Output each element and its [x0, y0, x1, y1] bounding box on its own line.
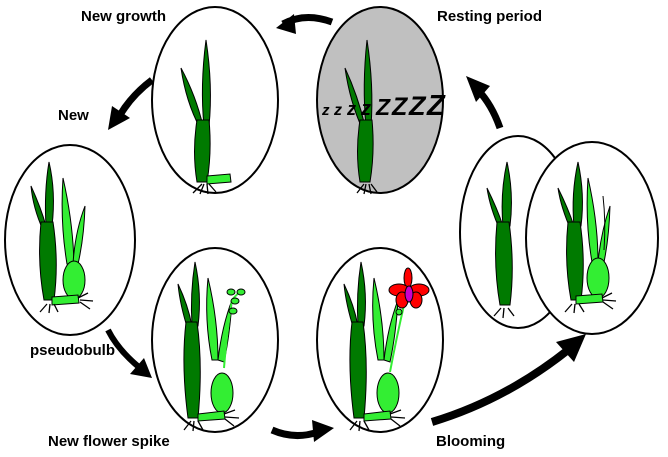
- old-pseudobulb: [557, 161, 584, 301]
- stage-resting-period: z z z z Z Z Z Z: [316, 6, 446, 195]
- label-new-growth: New growth: [81, 8, 166, 25]
- arrow-blooming-to-post-bloom-head: [556, 334, 586, 362]
- new-pseudobulb: [363, 277, 400, 422]
- label-new-flower-spike: New flower spike: [48, 433, 170, 450]
- old-pseudobulb: [180, 39, 211, 183]
- arrow-new-growth-to-new-head: [108, 106, 130, 130]
- resting-plant: [344, 39, 374, 183]
- stage-resting-period-oval: [316, 6, 444, 194]
- label-blooming: Blooming: [436, 433, 505, 450]
- stage-new-flower-spike: [151, 247, 279, 433]
- arrow-flower-spike-to-blooming: [270, 426, 320, 439]
- roots: [192, 183, 217, 195]
- new-pseudobulb: [51, 177, 86, 306]
- roots: [356, 183, 378, 195]
- arrow-blooming-to-post-bloom: [430, 346, 571, 426]
- new-shoot: [206, 173, 232, 185]
- cycle-arrows: [105, 14, 586, 442]
- arrow-flower-spike-to-blooming-head: [312, 420, 334, 442]
- back-plant: [486, 161, 513, 306]
- flower-spike: [223, 288, 246, 369]
- roots: [349, 409, 406, 432]
- flower-stem: [389, 304, 405, 373]
- roots: [493, 307, 515, 319]
- arrow-new-growth-to-new: [116, 77, 155, 117]
- arrow-new-to-flower-spike: [105, 328, 142, 371]
- roots: [183, 409, 240, 432]
- label-resting-period: Resting period: [437, 8, 542, 25]
- old-pseudobulb: [343, 261, 367, 419]
- spent-flower-stem: [602, 195, 606, 251]
- arrow-post-bloom-to-resting-head: [466, 76, 490, 102]
- arrow-resting-to-new-growth-head: [276, 14, 296, 34]
- stage-new-growth-oval: [151, 6, 279, 194]
- roots: [39, 292, 94, 314]
- orchid-flower: [388, 267, 430, 309]
- stage-new-pseudobulb: [4, 144, 136, 336]
- flower-bud: [395, 308, 403, 316]
- old-pseudobulb: [30, 161, 57, 301]
- new-pseudobulb: [197, 277, 234, 422]
- stage-post-bloom: [459, 135, 659, 335]
- old-pseudobulb: [177, 261, 201, 419]
- roots: [564, 292, 617, 314]
- sleep-zzz: z z z z Z Z Z Z: [321, 90, 446, 122]
- stage-new-growth: [151, 6, 279, 195]
- label-new: New: [58, 107, 89, 124]
- arrow-new-to-flower-spike-head: [130, 358, 152, 378]
- stage-blooming: [316, 247, 444, 433]
- label-pseudobulb: pseudobulb: [30, 342, 115, 359]
- new-pseudobulb: [575, 177, 611, 305]
